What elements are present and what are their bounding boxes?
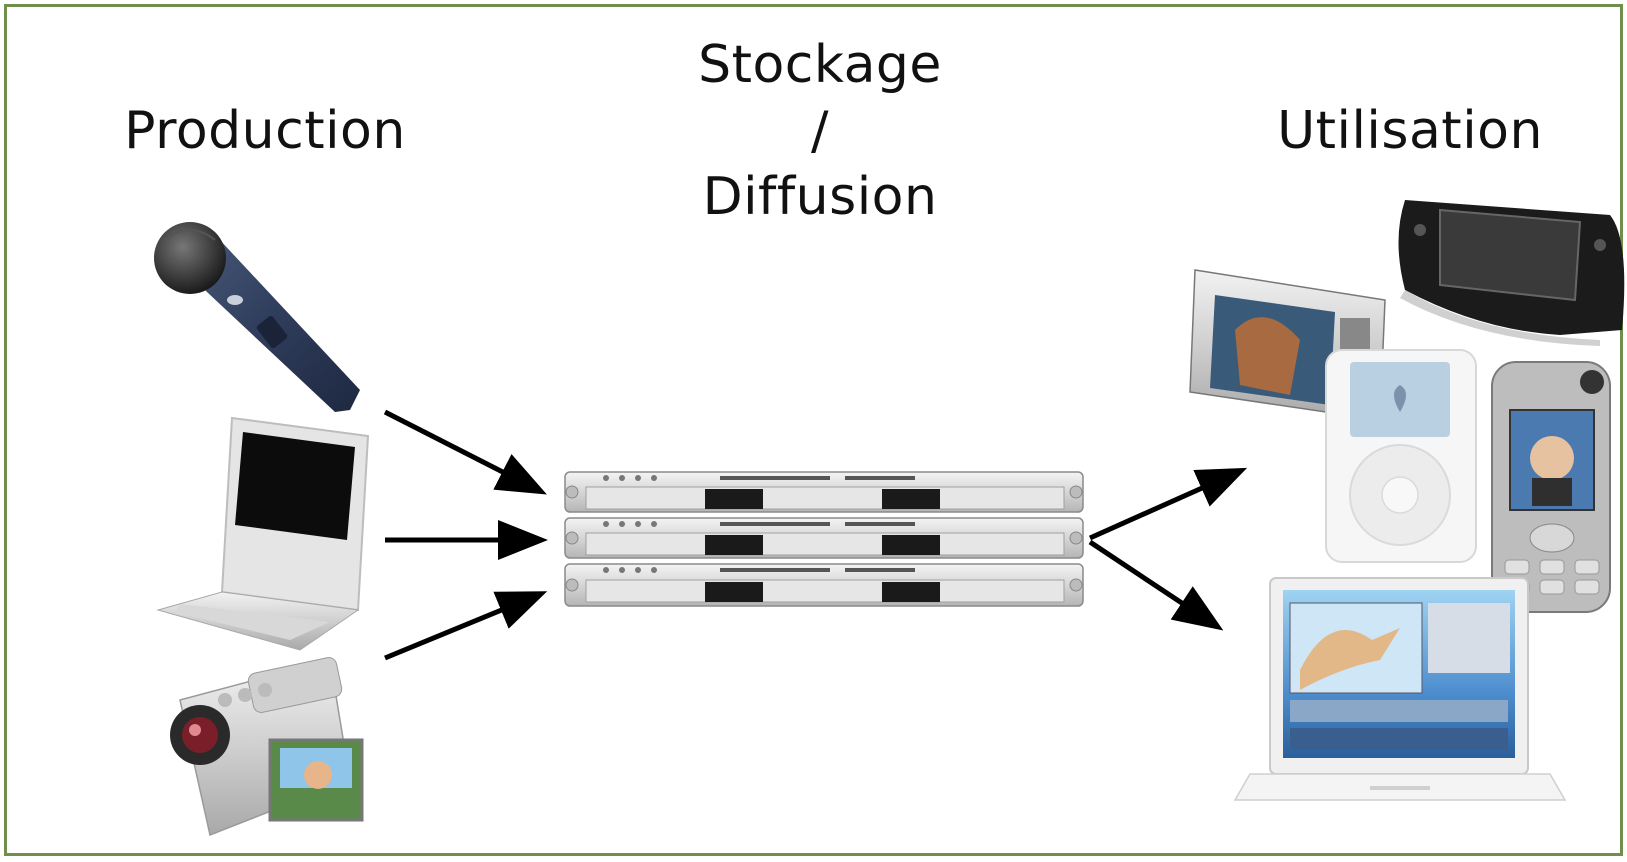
arrow-microphone-to-server: [383, 409, 547, 495]
heading-slash: /: [810, 101, 830, 161]
rack-server-icon: [564, 471, 1084, 607]
input-arrows: [383, 409, 548, 661]
heading-utilisation: Utilisation: [1277, 101, 1543, 161]
mobile-phone-icon: [1491, 361, 1611, 613]
arrow-server-to-laptop: [1088, 539, 1224, 631]
arrow-server-to-players: [1088, 467, 1248, 541]
output-arrows: [1088, 467, 1248, 631]
mp3-player-icon: [1325, 349, 1477, 563]
heading-stockage: Stockage: [698, 35, 942, 95]
portable-media-player-icon: [1189, 269, 1386, 421]
heading-production: Production: [124, 101, 406, 161]
heading-stockage-diffusion: Stockage / Diffusion: [640, 32, 1000, 230]
heading-diffusion: Diffusion: [702, 167, 938, 227]
laptop-icon: [156, 416, 370, 651]
microphone-icon: [154, 222, 360, 412]
camcorder-icon: [170, 657, 364, 837]
rack-unit-3: [564, 563, 1084, 607]
portable-game-console-icon: [1398, 200, 1625, 346]
rack-unit-2: [564, 517, 1084, 559]
rack-unit-1: [564, 471, 1084, 513]
laptop-computer-icon: [1233, 577, 1567, 801]
arrow-camcorder-to-server: [384, 591, 548, 661]
